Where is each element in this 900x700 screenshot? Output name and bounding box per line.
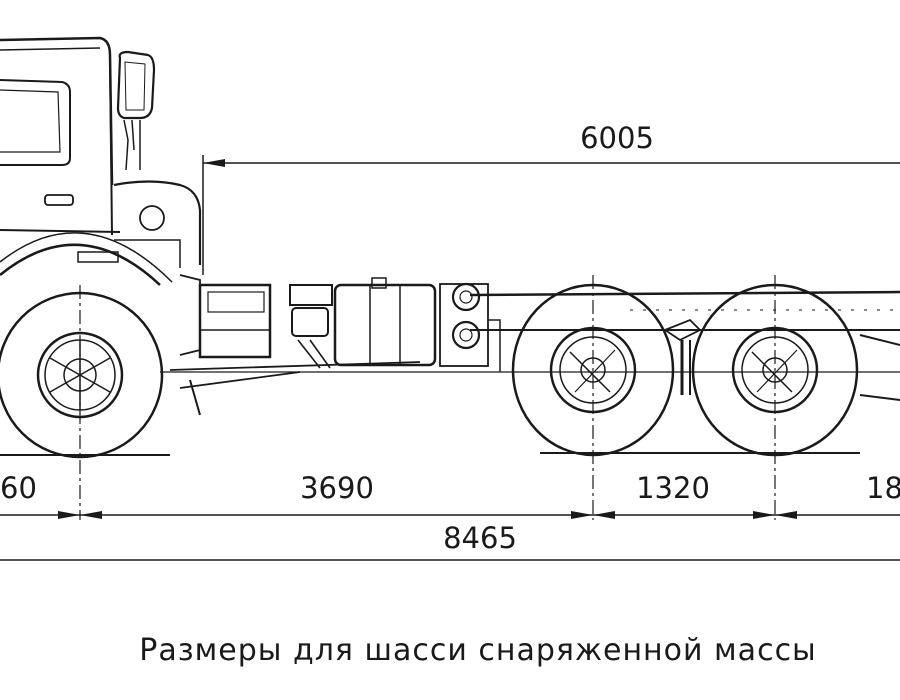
dimension-lines	[0, 159, 900, 519]
dimension-label-rear: 18	[866, 471, 900, 505]
dimension-label-front: 60	[0, 471, 37, 505]
chassis-components	[179, 274, 702, 395]
axle-centerlines	[79, 275, 776, 520]
dimension-label-wheelbase: 3690	[300, 471, 374, 505]
dimension-label-top: 6005	[580, 121, 654, 155]
drawing-caption: Размеры для шасси снаряженной массы	[139, 633, 817, 668]
front-wheel	[0, 232, 173, 459]
dimension-label-axle-spacing: 1320	[636, 471, 710, 505]
chassis-frame	[0, 290, 900, 456]
dimension-label-overall: 8465	[443, 521, 517, 555]
truck-cab	[0, 36, 202, 268]
